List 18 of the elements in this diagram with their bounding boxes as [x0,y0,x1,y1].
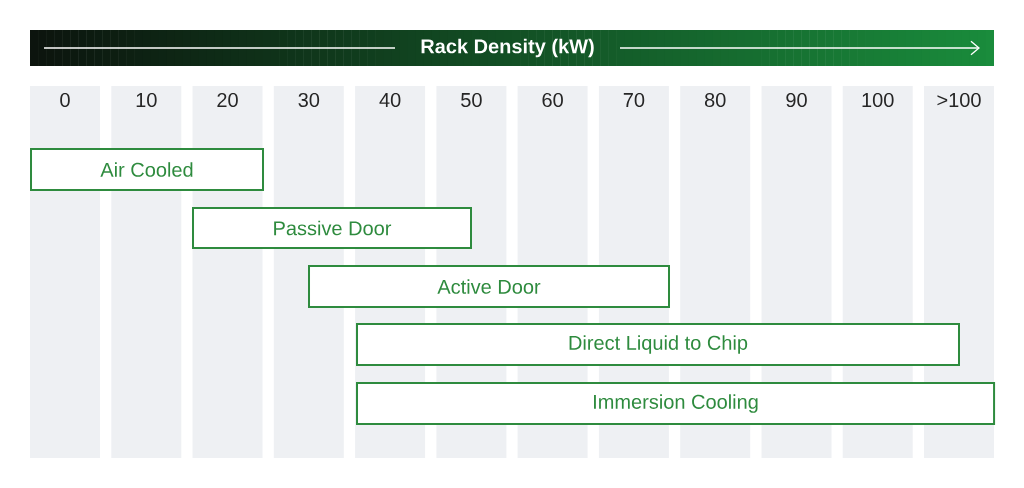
cooling-method-box: Active Door [308,265,670,309]
cooling-method-box: Air Cooled [30,148,264,192]
cooling-method-box: Immersion Cooling [356,382,996,426]
tick-label: 20 [217,92,238,108]
tick-label: 50 [461,92,482,108]
tick-label: 80 [704,92,726,108]
tick-label: 60 [542,92,563,108]
tick-label: 10 [136,92,157,108]
tick-label: 40 [379,92,401,108]
tick-label: 100 [862,92,894,108]
tick-label: >100 [937,92,981,108]
cooling-method-box: Passive Door [192,207,472,249]
tick-label: 0 [60,92,70,108]
tick-label: 90 [786,92,807,108]
cooling-method-box: Direct Liquid to Chip [356,323,960,367]
tick-label: 30 [298,92,320,108]
axis-title: Rack Density (kW) [421,38,594,58]
tick-label: 70 [623,92,645,108]
